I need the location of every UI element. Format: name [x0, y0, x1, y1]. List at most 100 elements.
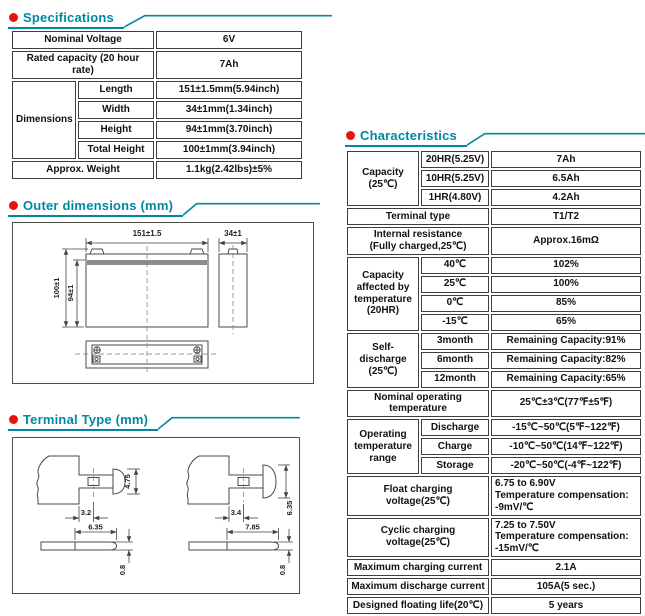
char-row-value: Approx.16mΩ [491, 227, 641, 255]
outer-dimensions-drawing-box: 151±1.5 100±1 94±1 34±1 [12, 222, 314, 384]
spec-row-label: Nominal Voltage [12, 31, 155, 49]
bullet-icon [346, 131, 355, 140]
terminal-type-header-main: Terminal Type (mm) [8, 412, 159, 431]
outer-dimensions-drawing: 151±1.5 100±1 94±1 34±1 [52, 229, 248, 374]
spec-row-value: 100±1mm(3.94inch) [156, 140, 303, 159]
specifications-header-main: Specifications [8, 10, 124, 29]
char-row-label: 40℃ [421, 256, 489, 274]
dim-label-t1-thickness: 0.8 [118, 565, 127, 575]
spec-row-value: 34±1mm(1.34inch) [156, 100, 303, 119]
section-title: Terminal Type (mm) [23, 412, 149, 427]
char-row-value: 2.1A [491, 558, 641, 576]
dim-label-total-height: 100±1 [52, 278, 61, 299]
terminal-type-drawing-box: 4.75 3.2 6.35 0.8 6.35 3.4 [12, 437, 300, 594]
char-row-value: 5 years [491, 596, 641, 614]
char-group-label: Capacity affected by temperature (20HR) [347, 256, 419, 331]
char-row-label: 10HR(5.25V) [421, 170, 489, 187]
char-row-label: Maximum discharge current [347, 577, 489, 595]
char-row-label: Maximum charging current [347, 558, 489, 576]
characteristics-header-main: Characteristics [345, 128, 467, 147]
characteristics-table: Capacity (25℃) 20HR(5.25V) 7Ah 10HR(5.25… [345, 149, 643, 616]
char-row-label: Internal resistance (Fully charged,25℃) [347, 227, 489, 255]
char-row-value: 65% [491, 313, 641, 331]
char-row-label: Cyclic charging voltage(25℃) [347, 517, 489, 557]
char-row-label: Nominal operating temperature [347, 389, 489, 418]
spec-row-label: Length [78, 80, 155, 99]
header-rule-icon [183, 198, 320, 217]
terminal-type-header: Terminal Type (mm) [8, 410, 300, 431]
spec-row-label: Total Height [78, 140, 155, 159]
specifications-header: Specifications [8, 8, 332, 29]
char-row-label: 12month [421, 370, 489, 388]
char-row-value: 6.75 to 6.90V Temperature compensation: … [491, 476, 641, 516]
char-row-label: Designed floating life(20℃) [347, 596, 489, 614]
bullet-icon [9, 13, 18, 22]
terminal-t1-drawing: 4.75 3.2 6.35 0.8 [36, 455, 140, 575]
dim-label-t1-tab-length: 6.35 [88, 523, 103, 532]
char-row-label: 25℃ [421, 275, 489, 293]
char-row-value: 102% [491, 256, 641, 274]
dim-label-t1-blade-width: 4.75 [123, 474, 132, 489]
terminal-t2-drawing: 6.35 3.4 7.85 0.8 [186, 455, 294, 575]
spec-row-label: Rated capacity (20 hour rate) [12, 51, 155, 79]
terminal-type-drawing: 4.75 3.2 6.35 0.8 6.35 3.4 [36, 455, 294, 575]
char-row-value: -20℃~50℃(-4℉~122℉) [491, 457, 641, 475]
header-rule-icon [467, 128, 645, 147]
char-row-value: 85% [491, 294, 641, 312]
char-row-value: Remaining Capacity:82% [491, 351, 641, 369]
spec-group-label: Dimensions [12, 80, 76, 159]
char-row-label: 0℃ [421, 294, 489, 312]
char-row-value: T1/T2 [491, 208, 641, 225]
spec-row-value: 1.1kg(2.42lbs)±5% [156, 160, 303, 179]
char-row-value: Remaining Capacity:91% [491, 332, 641, 350]
dim-label-width: 34±1 [224, 229, 242, 238]
char-group-label: Self-discharge (25℃) [347, 332, 419, 388]
section-title: Characteristics [360, 128, 457, 143]
header-rule-icon [124, 10, 332, 29]
spec-row-value: 6V [156, 31, 303, 49]
char-group-label: Operating temperature range [347, 419, 419, 475]
char-row-label: Float charging voltage(25℃) [347, 476, 489, 516]
dim-label-t2-root-width: 3.4 [231, 508, 242, 517]
outer-dimensions-header: Outer dimensions (mm) [8, 196, 320, 217]
char-row-value: 6.5Ah [491, 170, 641, 187]
characteristics-header: Characteristics [345, 126, 645, 147]
spec-row-value: 7Ah [156, 51, 303, 79]
char-row-label: 3month [421, 332, 489, 350]
char-row-value: 4.2Ah [491, 189, 641, 206]
char-row-label: -15℃ [421, 313, 489, 331]
char-row-value: 25℃±3℃(77℉±5℉) [491, 389, 641, 418]
dim-label-t2-thickness: 0.8 [278, 565, 287, 575]
bullet-icon [9, 415, 18, 424]
spec-row-value: 151±1.5mm(5.94inch) [156, 80, 303, 99]
spec-row-value: 94±1mm(3.70inch) [156, 120, 303, 139]
spec-row-label: Height [78, 120, 155, 139]
dim-label-t2-blade-width: 6.35 [285, 501, 294, 516]
char-row-value: 7.25 to 7.50V Temperature compensation: … [491, 517, 641, 557]
char-row-value: 105A(5 sec.) [491, 577, 641, 595]
dim-label-t2-tab-length: 7.85 [245, 523, 260, 532]
char-row-value: -10℃~50℃(14℉~122℉) [491, 438, 641, 456]
char-row-value: 7Ah [491, 151, 641, 168]
dim-label-length: 151±1.5 [133, 229, 162, 238]
outer-dimensions-header-main: Outer dimensions (mm) [8, 198, 184, 217]
dim-label-height: 94±1 [66, 285, 75, 302]
char-row-value: Remaining Capacity:65% [491, 370, 641, 388]
header-rule-icon [158, 412, 300, 431]
char-row-label: Charge [421, 438, 489, 456]
char-row-label: Terminal type [347, 208, 489, 225]
section-title: Outer dimensions (mm) [23, 198, 174, 213]
char-row-value: 100% [491, 275, 641, 293]
section-title: Specifications [23, 10, 114, 25]
dim-label-t1-root-width: 3.2 [81, 508, 91, 517]
char-row-label: 20HR(5.25V) [421, 151, 489, 168]
char-row-value: -15℃~50℃(5℉~122℉) [491, 419, 641, 437]
bullet-icon [9, 201, 18, 210]
char-row-label: 6month [421, 351, 489, 369]
char-row-label: Storage [421, 457, 489, 475]
char-row-label: Discharge [421, 419, 489, 437]
char-row-label: 1HR(4.80V) [421, 189, 489, 206]
spec-row-label: Approx. Weight [12, 160, 155, 179]
